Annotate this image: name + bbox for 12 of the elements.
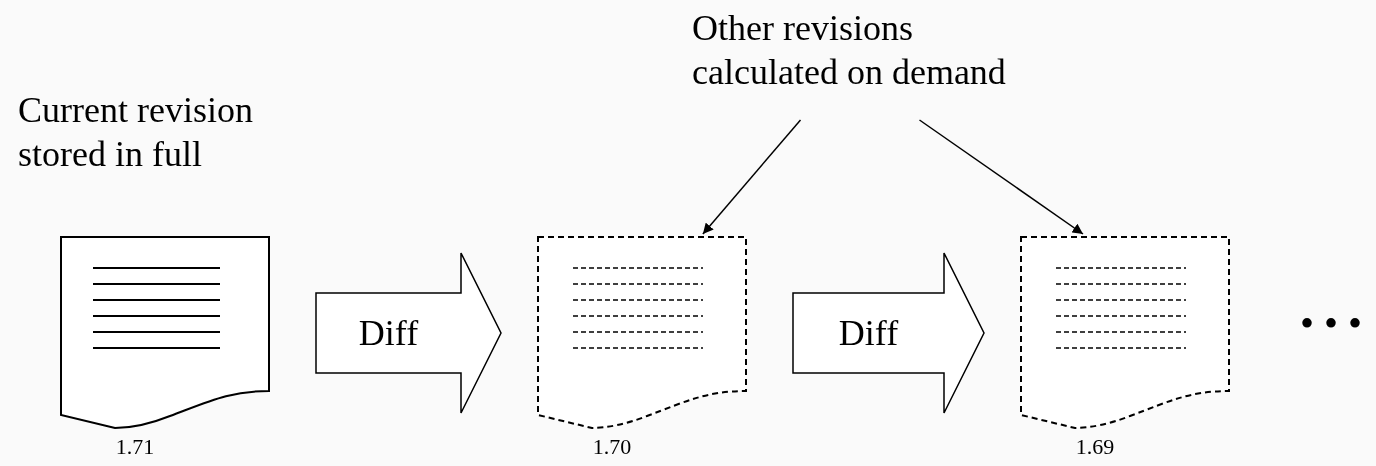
version-label: 1.71 [114, 434, 156, 460]
version-label: 1.70 [591, 434, 633, 460]
block-arrow [315, 252, 502, 414]
arrow [918, 119, 1084, 235]
edge-label: Diff [358, 312, 419, 355]
version-label: 1.69 [1074, 434, 1116, 460]
block-arrow [792, 252, 985, 414]
edge-label: Diff [838, 312, 899, 355]
annotation-text: Current revision stored in full [18, 88, 318, 176]
ellipsis-mark: • • • [1300, 300, 1362, 348]
annotation-text: Other revisions calculated on demand [692, 6, 1042, 94]
arrow [702, 119, 802, 235]
